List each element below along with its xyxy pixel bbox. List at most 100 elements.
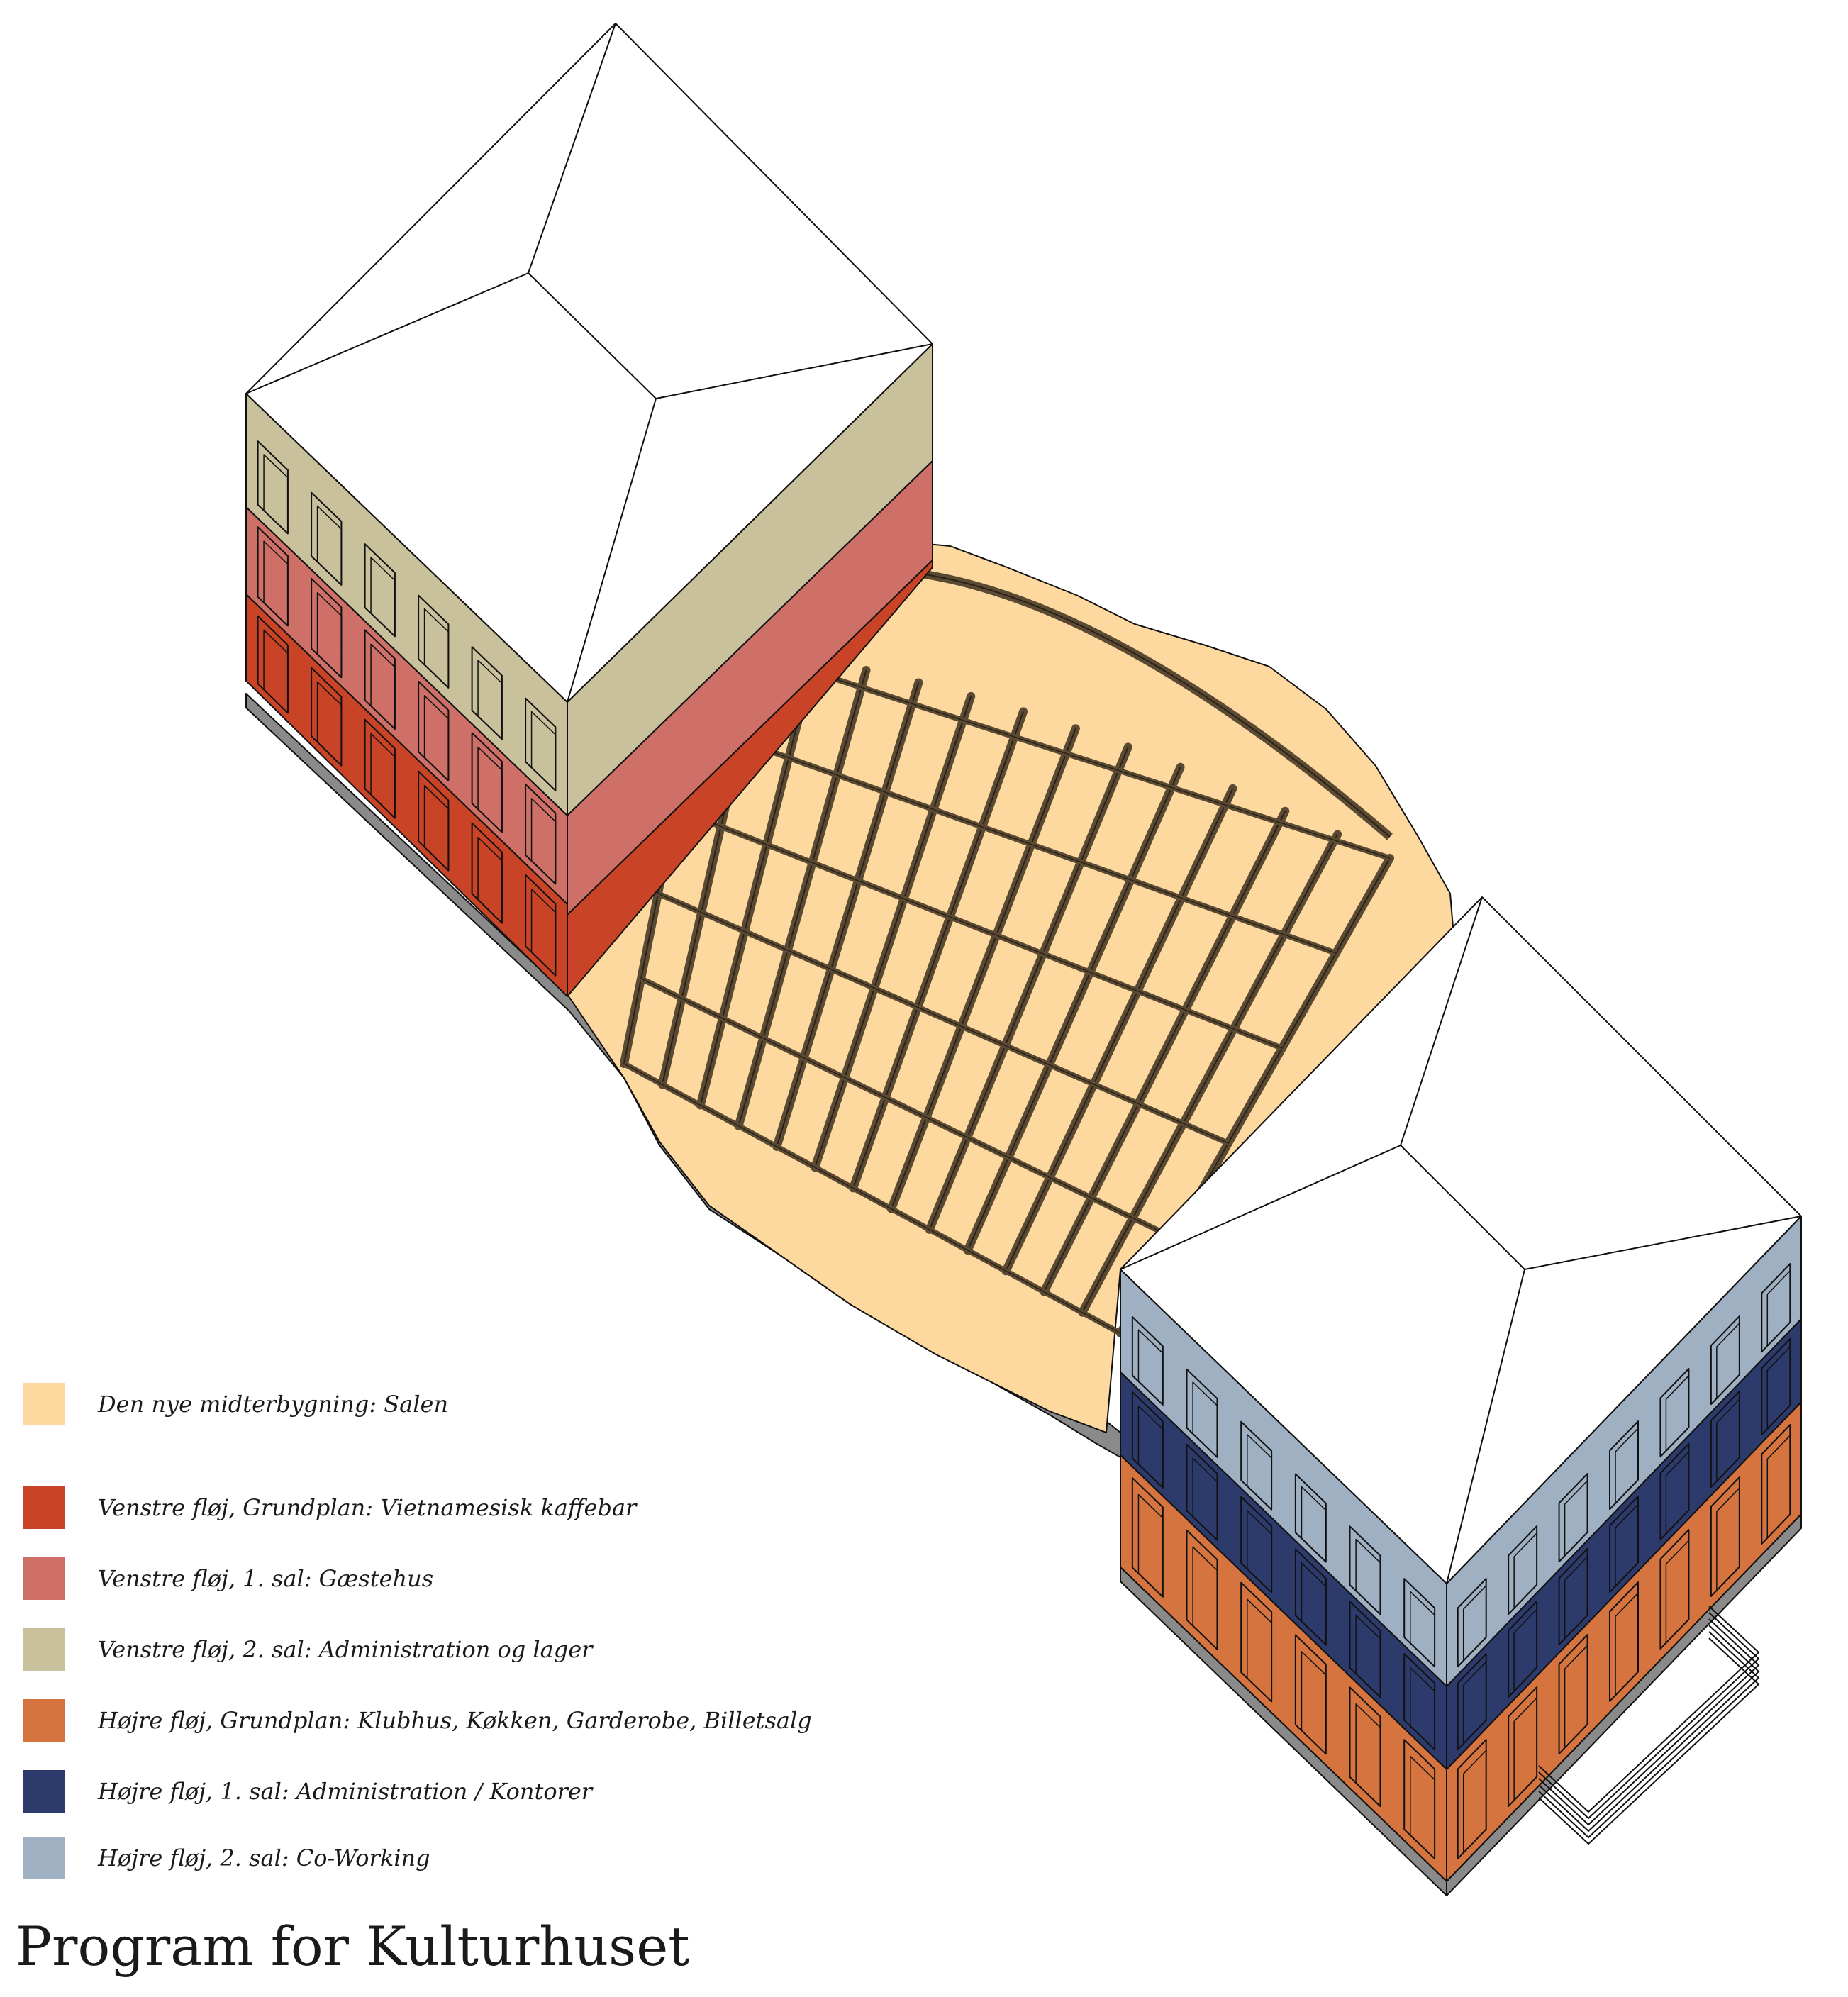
right-wing-building (1120, 896, 1802, 1896)
window-recess (263, 629, 289, 714)
window-recess (1766, 1435, 1791, 1539)
window-recess (1410, 1755, 1435, 1859)
window-recess (1247, 1598, 1272, 1703)
window-recess (1615, 1592, 1639, 1696)
window-recess (1513, 1532, 1537, 1609)
legend-item-right-second: Højre fløj, 2. sal: Co-Working (23, 1837, 430, 1879)
frame-rib-edge (814, 696, 972, 1168)
legend-swatch (23, 1557, 65, 1600)
window-recess (1355, 1703, 1381, 1807)
window-recess (316, 681, 343, 767)
frame-rib-edge (890, 728, 1076, 1209)
legend-item-left-first: Venstre fløj, 1. sal: Gæstehus (23, 1557, 433, 1600)
frame-rib-edge (737, 669, 867, 1126)
window-recess (1247, 1434, 1272, 1511)
frame-purlin-edge (623, 1063, 1121, 1334)
stair-step (1538, 1618, 1760, 1826)
frame-rib-edge (699, 658, 815, 1106)
window-recess (1137, 1405, 1164, 1489)
window-recess (1410, 1667, 1435, 1750)
legend-item-right-first: Højre fløj, 1. sal: Administration / Kon… (23, 1770, 592, 1813)
window-recess (1615, 1428, 1639, 1504)
window-recess (1301, 1651, 1327, 1755)
window-recess (316, 505, 343, 586)
window-recess (1615, 1503, 1639, 1587)
window-recess (1192, 1457, 1218, 1541)
legend-label: Venstre fløj, 2. sal: Administration og … (98, 1636, 593, 1663)
window-recess (1301, 1486, 1327, 1563)
frame-rib-edge (852, 711, 1025, 1189)
window-recess (370, 557, 396, 638)
roof-ridge (528, 272, 657, 399)
stair-step (1538, 1606, 1760, 1813)
legend-label: Venstre fløj, Grundplan: Vietnamesisk ka… (98, 1494, 637, 1521)
frame-rib-edge (1005, 788, 1234, 1272)
window-recess (1716, 1398, 1740, 1482)
legend-swatch (23, 1770, 65, 1813)
window-recess (1766, 1346, 1791, 1430)
window-recess (477, 660, 503, 740)
frame-purlin-edge (674, 808, 1283, 1049)
frame-rib-edge (967, 767, 1181, 1251)
left-wing-building (245, 23, 933, 997)
window-recess (370, 643, 396, 730)
window-recess (1192, 1381, 1218, 1458)
roof-ridge (1400, 1145, 1525, 1270)
window-recess (1462, 1750, 1487, 1854)
window-recess (1192, 1546, 1218, 1650)
window-recess (1301, 1562, 1327, 1646)
window-recess (1513, 1608, 1537, 1692)
window-recess (370, 733, 396, 819)
legend-swatch (23, 1699, 65, 1742)
roof-hip (1400, 896, 1483, 1146)
stair-step (1538, 1612, 1760, 1820)
legend-item-salen: Den nye midterbygning: Salen (23, 1383, 448, 1425)
window-recess (1137, 1329, 1164, 1406)
legend-item-left-second: Venstre fløj, 2. sal: Administration og … (23, 1628, 592, 1671)
window-recess (1716, 1487, 1740, 1591)
legend-swatch (23, 1383, 65, 1425)
window-recess (1564, 1480, 1588, 1557)
roof-hip (245, 272, 529, 394)
window-recess (1665, 1375, 1690, 1452)
stair-step (1538, 1637, 1760, 1845)
window-recess (1355, 1615, 1381, 1698)
roof-hip (1446, 1269, 1525, 1584)
frame-rib-edge (928, 746, 1129, 1230)
window-recess (1462, 1661, 1487, 1745)
window-recess (1564, 1645, 1588, 1749)
stair-step (1538, 1625, 1760, 1832)
stair-step (1538, 1631, 1760, 1839)
legend-label: Den nye midterbygning: Salen (98, 1391, 449, 1418)
frame-rib-edge (1081, 834, 1339, 1313)
window-recess (423, 695, 450, 781)
window-recess (1716, 1323, 1740, 1399)
entrance-stairs (1538, 1606, 1760, 1845)
frame-rib-edge (1043, 811, 1286, 1292)
window-recess (477, 746, 503, 833)
window-recess (1665, 1451, 1690, 1535)
legend-label: Højre fløj, Grundplan: Klubhus, Køkken, … (98, 1707, 812, 1734)
roof-hip (1120, 1145, 1401, 1270)
legend-item-right-ground: Højre fløj, Grundplan: Klubhus, Køkken, … (23, 1699, 812, 1742)
window-recess (1462, 1585, 1487, 1662)
window-recess (1247, 1510, 1272, 1593)
frame-purlin-edge (657, 893, 1229, 1144)
legend-swatch (23, 1628, 65, 1671)
frame-rib-edge (776, 682, 920, 1147)
window-recess (1665, 1540, 1690, 1644)
legend-label: Venstre fløj, 1. sal: Gæstehus (98, 1565, 434, 1592)
window-recess (423, 784, 450, 872)
legend-swatch (23, 1486, 65, 1529)
window-recess (530, 889, 557, 977)
legend-label: Højre fløj, 2. sal: Co-Working (98, 1845, 430, 1871)
window-recess (530, 711, 557, 791)
roof-hip (655, 343, 933, 399)
window-recess (477, 837, 503, 924)
window-recess (1564, 1556, 1588, 1640)
legend-item-left-ground: Venstre fløj, Grundplan: Vietnamesisk ka… (23, 1486, 636, 1529)
window-recess (316, 592, 343, 679)
window-recess (1513, 1697, 1537, 1801)
page-title: Program for Kulturhuset (16, 1915, 690, 1978)
